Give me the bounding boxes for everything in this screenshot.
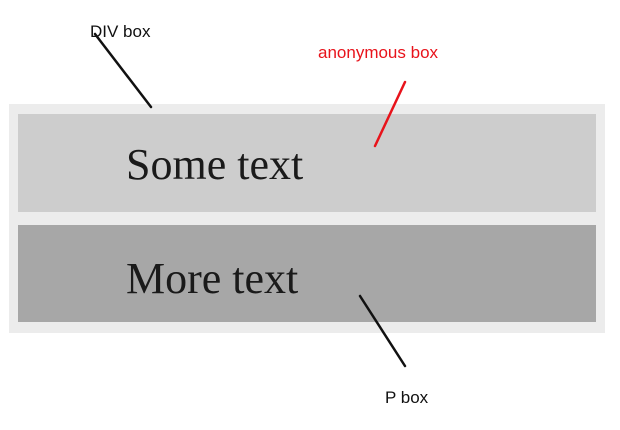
anonymous-box-text: Some text [126,140,304,189]
p-box: More text [18,225,596,322]
p-box-text: More text [126,254,299,303]
p-box-label: P box [385,388,429,407]
div-box-pointer-line [93,32,153,109]
anonymous-box-label: anonymous box [318,43,439,62]
anonymous-box: Some text [18,114,596,212]
div-box-label: DIV box [90,22,151,41]
